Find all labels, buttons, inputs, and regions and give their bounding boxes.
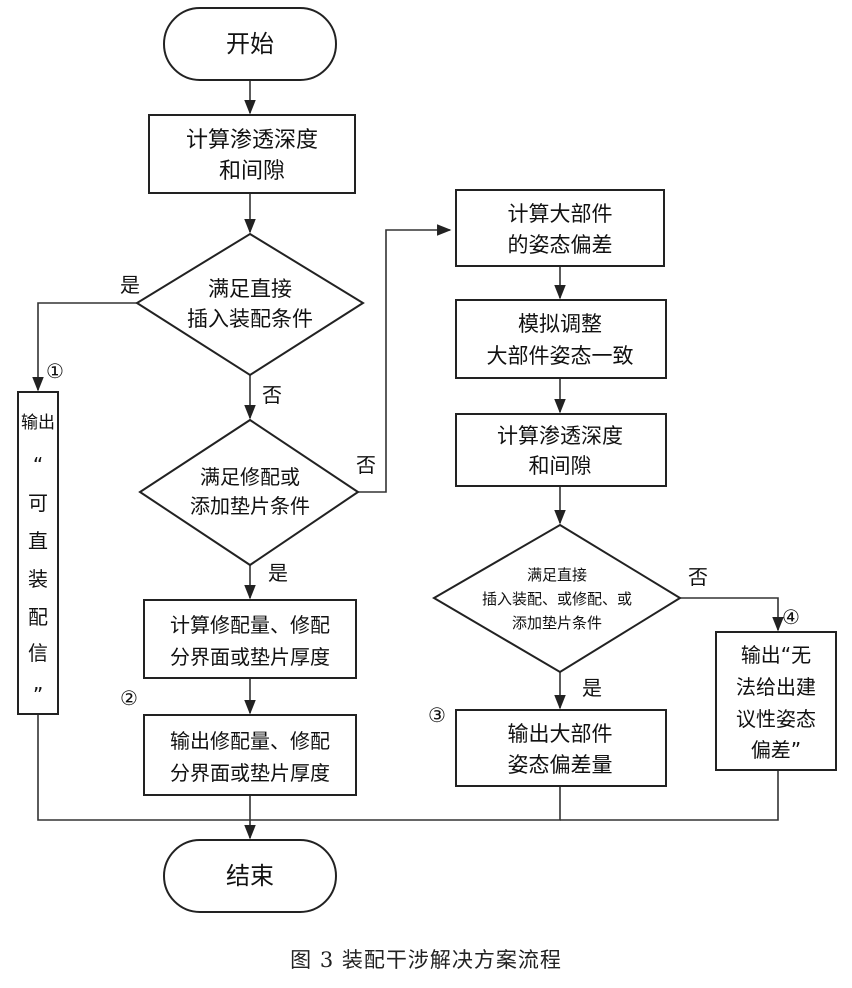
calc2-line1: 计算渗透深度 (497, 424, 623, 448)
calc1-line2: 和间隙 (219, 159, 285, 184)
out-direct-char-1: 可 (28, 491, 48, 515)
out-trim-line1: 输出修配量、修配 (170, 729, 330, 753)
calc-trim-box (143, 599, 357, 679)
calc-dev-line1: 计算大部件 (508, 202, 613, 226)
cond2-diamond (138, 418, 360, 567)
out-direct-char-5: 信 (28, 641, 48, 665)
calc-trim-line1: 计算修配量、修配 (170, 613, 330, 637)
adjust-line1: 模拟调整 (518, 312, 602, 336)
edge-cond2-no (358, 224, 452, 493)
branch-labels: 是 否 否 是 是 否 ① ② ③ ④ (46, 273, 800, 727)
cond2-line2: 添加垫片条件 (190, 494, 310, 518)
label-no-1: 否 (262, 383, 282, 407)
cond3-line3: 添加垫片条件 (512, 614, 602, 632)
start-label: 开始 (226, 30, 274, 58)
cond1-line2: 插入装配条件 (187, 307, 313, 331)
figure-caption: 图 3 装配干涉解决方案流程 (290, 948, 562, 972)
connectors (32, 80, 784, 840)
marker-3: ③ (428, 703, 446, 727)
out-none-line1: 输出“无 (741, 643, 811, 667)
out-trim-line2: 分界面或垫片厚度 (170, 761, 330, 785)
calc2-line2: 和间隙 (529, 454, 592, 478)
out-direct-char-3: 装 (28, 567, 48, 591)
label-no-3: 否 (688, 565, 708, 589)
end-label: 结束 (226, 862, 274, 890)
adjust-line2: 大部件姿态一致 (487, 344, 634, 368)
cond3-line1: 满足直接 (527, 566, 587, 584)
out-dev-box (455, 709, 667, 787)
calc1-box (148, 114, 356, 194)
out-direct-char-quote-close: ” (33, 683, 43, 707)
marker-4: ④ (782, 605, 800, 629)
label-no-2: 否 (356, 453, 376, 477)
out-direct-char-2: 直 (28, 529, 48, 553)
marker-1: ① (46, 359, 64, 383)
out-direct-line1: 输出 (21, 413, 55, 433)
cond1-diamond (135, 232, 365, 377)
start-terminal (163, 7, 337, 81)
node-texts: 开始 计算渗透深度 和间隙 满足直接 插入装配条件 满足修配或 添加垫片条件 计… (21, 30, 816, 890)
label-yes-3: 是 (582, 676, 602, 700)
edge-cond1-yes (32, 302, 137, 392)
out-direct-box (17, 391, 59, 715)
calc2-box (455, 413, 667, 487)
edge-out-direct-merge (37, 714, 250, 821)
label-yes-1: 是 (120, 273, 140, 297)
out-direct-char-quote-open: “ (33, 453, 43, 477)
edge-cond3-no (680, 597, 784, 632)
adjust-box (455, 299, 667, 379)
out-trim-box (143, 714, 357, 796)
out-none-line2: 法给出建 (736, 675, 816, 699)
out-direct-char-4: 配 (28, 605, 48, 629)
out-none-line4: 偏差” (751, 738, 801, 762)
edge-out-none-merge (560, 770, 779, 821)
out-dev-line1: 输出大部件 (508, 722, 613, 746)
calc1-line1: 计算渗透深度 (186, 128, 318, 153)
marker-2: ② (120, 686, 138, 710)
cond3-line2: 插入装配、或修配、或 (482, 590, 632, 608)
shapes (17, 7, 837, 913)
calc-dev-line2: 的姿态偏差 (508, 233, 613, 257)
out-none-box (715, 631, 837, 771)
cond2-line1: 满足修配或 (200, 465, 300, 489)
label-yes-2: 是 (268, 561, 288, 585)
calc-dev-box (455, 189, 665, 267)
out-none-line3: 议性姿态 (736, 707, 816, 731)
cond3-diamond (432, 523, 682, 674)
calc-trim-line2: 分界面或垫片厚度 (170, 645, 330, 669)
end-terminal (163, 839, 337, 913)
cond1-line1: 满足直接 (208, 277, 292, 301)
out-dev-line2: 姿态偏差量 (508, 753, 613, 777)
